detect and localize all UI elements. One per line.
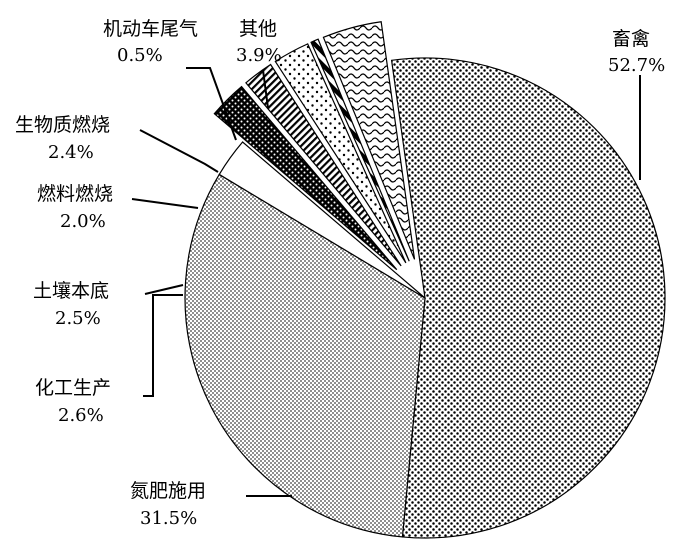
slice-percent: 2.6% <box>58 405 104 426</box>
slice-label: 生物质燃烧 <box>15 114 110 136</box>
label-turang: 土壤本底 2.5% <box>33 280 109 329</box>
slice-percent: 2.4% <box>48 142 94 163</box>
slice-label: 化工生产 <box>35 377 111 399</box>
label-danfei: 氮肥施用 31.5% <box>130 480 206 529</box>
pie-slice-ranliao <box>245 63 402 267</box>
pie-slice-danfei <box>184 173 426 538</box>
leader-line-qita <box>262 69 269 109</box>
leader-line-shengwuzhi <box>139 129 219 173</box>
label-huagong: 化工生产 2.6% <box>35 377 111 426</box>
slice-label: 机动车尾气 <box>103 18 198 40</box>
leader-line-huagong <box>143 294 183 397</box>
pie-slices <box>184 21 666 539</box>
leader-line-ranliao <box>131 198 199 209</box>
leader-line-jidongche <box>186 67 237 141</box>
label-jidongche: 机动车尾气 0.5% <box>103 18 198 66</box>
leader-lines <box>131 67 641 497</box>
slice-percent: 2.5% <box>55 308 101 329</box>
slice-percent: 3.9% <box>236 45 282 66</box>
slice-label: 畜禽 <box>612 28 650 50</box>
pie-slice-qita <box>322 21 416 260</box>
slice-label: 土壤本底 <box>33 280 109 302</box>
label-shengwuzhi: 生物质燃烧 2.4% <box>15 114 110 163</box>
slice-label: 氮肥施用 <box>130 480 206 502</box>
label-chuqin: 畜禽 52.7% <box>608 28 665 76</box>
slice-percent: 0.5% <box>117 45 163 66</box>
slice-percent: 31.5% <box>140 508 197 529</box>
slice-percent: 52.7% <box>608 55 665 76</box>
slice-label: 燃料燃烧 <box>37 183 113 205</box>
pie-slice-turang <box>213 85 398 271</box>
slice-label: 其他 <box>239 18 277 40</box>
pie-slice-huagong <box>218 141 426 299</box>
leader-line-turang <box>144 284 184 295</box>
pie-slice-jidongche <box>310 38 410 262</box>
pie-slice-chuqin <box>390 57 666 539</box>
slice-percent: 2.0% <box>60 211 106 232</box>
label-ranliao: 燃料燃烧 2.0% <box>37 183 113 232</box>
label-qita: 其他 3.9% <box>236 18 282 66</box>
pie-slice-shengwuzhi <box>274 43 407 264</box>
